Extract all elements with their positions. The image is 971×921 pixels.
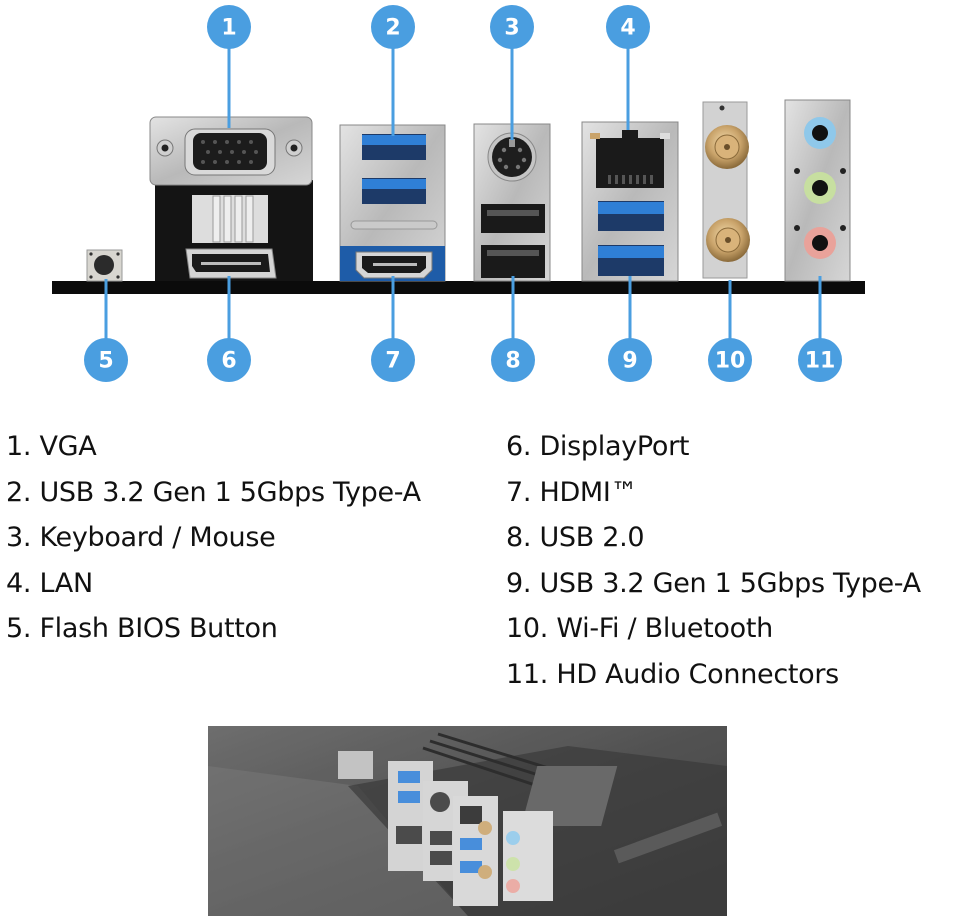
lan-usb3-stack — [581, 121, 679, 282]
audio-jack-panel — [784, 99, 851, 282]
callout-number: 8 — [505, 349, 520, 374]
legend-item: 1. VGA — [6, 431, 97, 462]
callout-number: 10 — [715, 349, 746, 374]
io-shield-bar — [52, 281, 865, 294]
callout-badge-6 — [207, 338, 251, 382]
legend-item: 6. DisplayPort — [506, 431, 690, 462]
callout-layer: 1 2 3 4 5 6 7 8 9 10 11 — [84, 5, 842, 382]
motherboard-photo — [208, 726, 727, 916]
legend-item: 3. Keyboard / Mouse — [6, 522, 276, 553]
callout-number: 9 — [622, 349, 637, 374]
callout-badge-3 — [490, 5, 534, 49]
legend-left-column: 1. VGA 2. USB 3.2 Gen 1 5Gbps Type-A 3. … — [6, 424, 421, 652]
callout-number: 6 — [221, 349, 236, 374]
callout-badge-4 — [606, 5, 650, 49]
callout-number: 4 — [620, 16, 635, 41]
vga-displayport-stack — [149, 116, 313, 281]
callout-number: 5 — [98, 349, 113, 374]
legend-item: 11. HD Audio Connectors — [506, 658, 839, 690]
callout-badge-5 — [84, 338, 128, 382]
callout-number: 1 — [221, 16, 236, 41]
callout-number: 2 — [385, 16, 400, 41]
photo-io-ports — [338, 751, 553, 906]
ps2-usb2-stack — [473, 123, 551, 282]
legend-item: 10. Wi-Fi / Bluetooth — [506, 613, 773, 644]
legend-item: 8. USB 2.0 — [506, 522, 645, 553]
callout-badge-1 — [207, 5, 251, 49]
wifi-antenna-bracket — [702, 101, 750, 279]
legend-item: 9. USB 3.2 Gen 1 5Gbps Type-A — [506, 567, 921, 599]
legend-item: 7. HDMI™ — [506, 476, 638, 508]
callout-badge-11 — [798, 338, 842, 382]
legend-right-column: 6. DisplayPort 7. HDMI™ 8. USB 2.0 9. US… — [506, 424, 921, 697]
rear-io-diagram: 1 2 3 4 5 6 7 8 9 10 11 — [52, 5, 865, 382]
callout-number: 3 — [504, 16, 519, 41]
callout-badge-9 — [608, 338, 652, 382]
callout-badge-7 — [371, 338, 415, 382]
callout-number: 11 — [805, 349, 836, 374]
callout-badge-10 — [708, 338, 752, 382]
legend-item: 4. LAN — [6, 567, 93, 599]
photo-heatsink — [422, 732, 559, 788]
callout-badge-2 — [371, 5, 415, 49]
usb3-hdmi-stack — [339, 124, 446, 282]
callout-number: 7 — [385, 349, 400, 374]
flash-bios-button-graphic — [86, 249, 123, 282]
legend-item: 5. Flash BIOS Button — [6, 613, 278, 644]
callout-badge-8 — [491, 338, 535, 382]
legend-item: 2. USB 3.2 Gen 1 5Gbps Type-A — [6, 476, 421, 508]
